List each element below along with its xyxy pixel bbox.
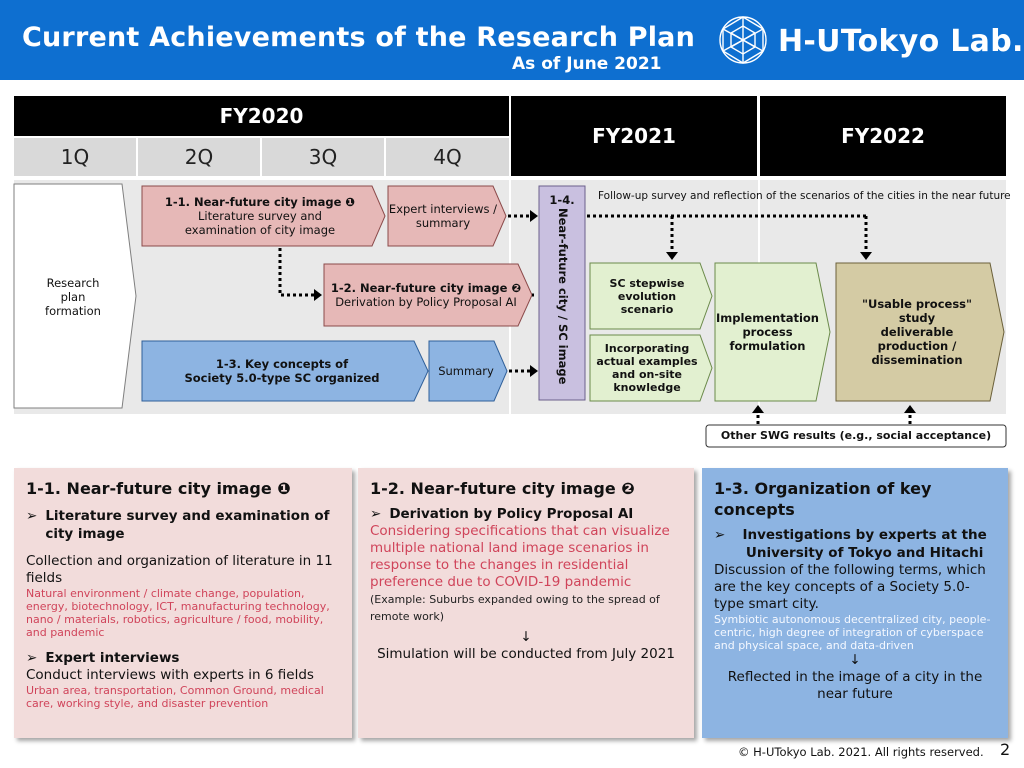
panel-1-1-t2: Conduct interviews with experts in 6 fie… xyxy=(26,667,314,683)
arrow-bullet-icon: ➢ xyxy=(714,527,726,543)
panel-1-1-t1: Collection and organization of literatur… xyxy=(26,553,333,586)
page-title: Current Achievements of the Research Pla… xyxy=(22,22,696,53)
box-1-1: 1-1. Near-future city image ❶ Literature… xyxy=(144,190,376,242)
panel-1-3-title: 1-3. Organization of key concepts xyxy=(714,479,932,519)
panel-1-3: 1-3. Organization of key concepts ➢ Inve… xyxy=(702,468,1008,738)
sc-stepwise-shape xyxy=(589,262,713,330)
summary-label: Summary xyxy=(438,364,494,378)
arrow-bullet-icon: ➢ xyxy=(26,508,38,524)
diagram-shapes xyxy=(13,183,1007,448)
down-arrow-icon: ↓ xyxy=(849,652,861,668)
expert-label: Expert interviews / summary xyxy=(388,202,498,230)
panel-1-3-s1: Symbiotic autonomous decentralized city,… xyxy=(714,613,991,652)
header-bar xyxy=(0,0,1024,80)
box-1-2-shape xyxy=(323,263,533,327)
panel-1-1-s1: Natural environment / climate change, po… xyxy=(26,587,330,639)
panel-1-1-b2: Expert interviews xyxy=(45,650,180,666)
arrow-bullet-icon: ➢ xyxy=(26,650,38,666)
box-1-2: 1-2. Near-future city image ❷ Derivation… xyxy=(326,268,526,322)
summary-shape xyxy=(428,340,508,402)
box-1-4-vertical-label: Near-future city / SC image xyxy=(556,208,570,385)
page-number: 2 xyxy=(1000,740,1011,759)
research-plan-shape xyxy=(13,183,137,409)
logo-text: H-UTokyo Lab. xyxy=(778,24,1024,59)
box-1-2-title: 1-2. Near-future city image ❷ xyxy=(330,281,522,295)
panel-1-2-bullet-1: ➢ Derivation by Policy Proposal AI xyxy=(370,505,682,523)
implementation-label: Implementation process formulation xyxy=(716,311,819,353)
page-subtitle: As of June 2021 xyxy=(512,54,662,74)
panel-1-2-example: (Example: Suburbs expanded owing to the … xyxy=(370,593,660,623)
quarter-4q: 4Q xyxy=(386,138,509,176)
globe-network-icon xyxy=(718,14,768,66)
followup-label: Follow-up survey and reflection of the s… xyxy=(598,190,1011,202)
panel-1-2-title: 1-2. Near-future city image ❷ xyxy=(370,479,635,498)
other-swg-shape xyxy=(705,424,1007,448)
box-1-3-label: 1-3. Key concepts of Society 5.0-type SC… xyxy=(184,357,380,385)
panel-1-2: 1-2. Near-future city image ❷ ➢ Derivati… xyxy=(358,468,694,738)
down-arrow-icon: ↓ xyxy=(520,629,532,645)
box-1-1-body: Literature survey and examination of cit… xyxy=(184,209,336,237)
box-1-1-shape xyxy=(141,185,386,247)
panel-1-2-red: Considering specifications that can visu… xyxy=(370,523,670,590)
implementation-shape xyxy=(714,262,831,402)
panel-1-2-t1: Simulation will be conducted from July 2… xyxy=(377,646,675,662)
other-swg-label: Other SWG results (e.g., social acceptan… xyxy=(720,429,992,442)
usable-label: "Usable process" study deliverable produ… xyxy=(861,297,972,367)
box-1-2-body: Derivation by Policy Proposal AI xyxy=(335,295,517,309)
copyright: © H-UTokyo Lab. 2021. All rights reserve… xyxy=(738,745,984,759)
panel-1-3-t1: Discussion of the following terms, which… xyxy=(714,562,986,612)
expert-shape xyxy=(387,185,507,247)
panel-1-3-bullet-1: ➢ Investigations by experts at the Unive… xyxy=(714,526,996,562)
panel-1-2-b1: Derivation by Policy Proposal AI xyxy=(389,506,634,522)
panel-1-1-s2: Urban area, transportation, Common Groun… xyxy=(26,684,324,710)
panel-1-1-title: 1-1. Near-future city image ❶ xyxy=(26,479,291,498)
fy2022-header: FY2022 xyxy=(760,96,1006,176)
incorporating-shape xyxy=(589,334,713,402)
panel-1-2-red-text: Considering specifications that can visu… xyxy=(370,523,682,625)
panel-1-3-t2: Reflected in the image of a city in the … xyxy=(727,669,983,702)
quarter-3q: 3Q xyxy=(262,138,386,176)
panel-1-1-bullet-1: ➢ Literature survey and examination of c… xyxy=(26,507,340,543)
research-plan-label: Research plan formation xyxy=(45,276,101,318)
panel-1-1-bullet-2: ➢ Expert interviews xyxy=(26,649,340,667)
box-1-4-shape xyxy=(538,185,586,401)
quarter-1q: 1Q xyxy=(14,138,138,176)
panel-1-1: 1-1. Near-future city image ❶ ➢ Literatu… xyxy=(14,468,352,738)
panel-1-3-b1: Investigations by experts at the Univers… xyxy=(742,527,987,561)
box-1-1-title: 1-1. Near-future city image ❶ xyxy=(164,195,356,209)
fy2020-header: FY2020 xyxy=(14,96,509,136)
fy2021-header: FY2021 xyxy=(511,96,757,176)
panel-1-1-b1: Literature survey and examination of cit… xyxy=(45,508,330,542)
arrow-bullet-icon: ➢ xyxy=(370,506,382,522)
usable-shape xyxy=(835,262,1005,402)
quarter-2q: 2Q xyxy=(138,138,262,176)
box-1-3-shape xyxy=(141,340,429,402)
sc-stepwise-label: SC stepwise evolution scenario xyxy=(609,276,685,316)
incorporating-label: Incorporating actual examples and on-sit… xyxy=(596,342,698,394)
box-1-4-number: 1-4. xyxy=(549,193,575,207)
